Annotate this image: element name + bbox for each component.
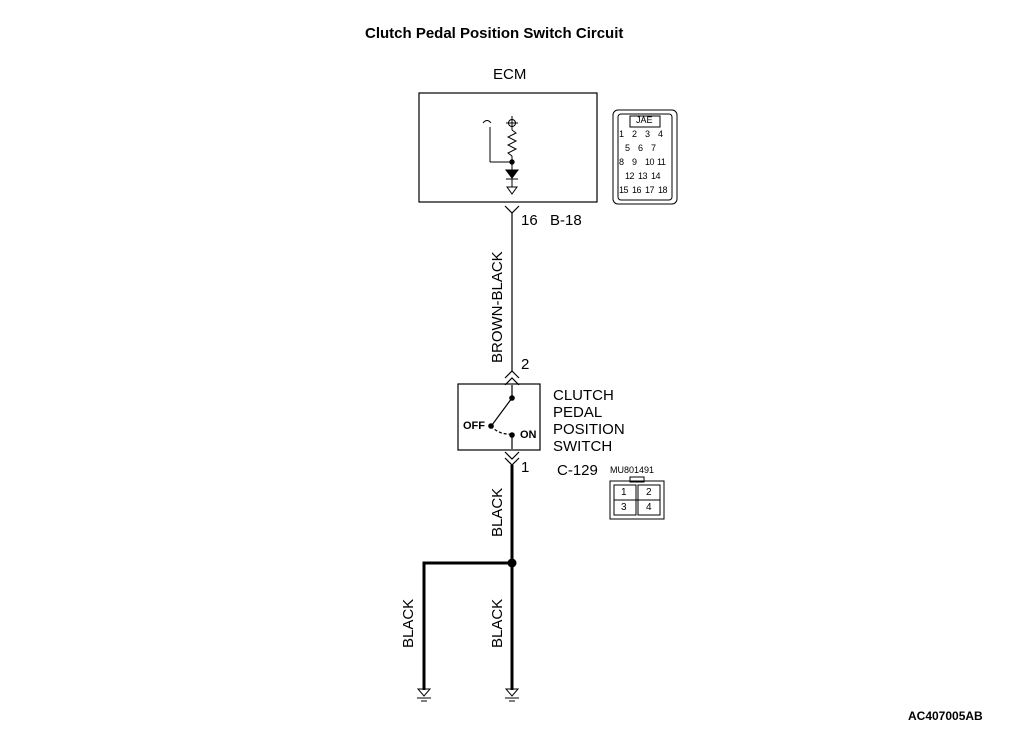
connector-pin-label: 1 [619,129,624,139]
switch-name: CLUTCH PEDAL POSITION SWITCH [553,387,625,455]
connector-pin-label: 10 [645,157,655,167]
junction-dot [507,558,517,568]
figure-code: AC407005AB [908,709,983,723]
connector-type-label: JAE [636,115,653,125]
connector-pin-label: 2 [646,487,652,498]
ground-right [504,688,520,702]
connector-pin-label: 13 [638,171,648,181]
switch-name-line: SWITCH [553,438,613,455]
connector-pin-label: 16 [632,185,642,195]
switch-off-label: OFF [463,420,485,432]
wire-label-brown-black: BROWN-BLACK [489,251,506,363]
switch-connector-label: C-129 [557,462,598,479]
ecm-connector-face [612,109,678,205]
connector-pin-label: 4 [646,502,652,513]
ecm-terminal-number: 16 [521,212,538,229]
ecm-connector-label: B-18 [550,212,582,229]
switch-part-number: MU801491 [610,465,655,475]
switch-connector-face [609,476,665,520]
connector-pin-label: 2 [632,129,637,139]
connector-pin-label: 15 [619,185,629,195]
connector-pin-label: 18 [658,185,668,195]
terminal-1-mark [504,451,520,460]
connector-pin-label: 5 [625,143,630,153]
switch-on-label: ON [520,429,537,441]
wire-label-black-right: BLACK [489,598,506,648]
connector-pin-label: 1 [621,487,627,498]
switch-contacts [488,385,515,449]
switch-name-line: POSITION [553,421,625,438]
switch-box [457,383,541,451]
terminal-2-mark [504,370,520,379]
wire-label-black-left: BLACK [400,598,417,648]
wire-black-branch [422,561,512,690]
connector-pin-label: 3 [645,129,650,139]
ecm-box [418,92,598,203]
diagram-title: Clutch Pedal Position Switch Circuit [365,25,624,42]
ecm-internal-circuit [482,116,519,195]
connector-pin-label: 14 [651,171,661,181]
connector-pin-label: 4 [658,129,663,139]
ground-left [416,688,432,702]
switch-terminal-1: 1 [521,459,530,476]
connector-pin-label: 3 [621,502,627,513]
connector-pin-label: 7 [651,143,656,153]
ecm-label: ECM [493,66,527,83]
connector-pin-label: 12 [625,171,635,181]
connector-pin-label: 11 [657,157,666,167]
switch-name-line: CLUTCH [553,387,614,404]
connector-pin-label: 17 [645,185,655,195]
switch-name-line: PEDAL [553,404,603,421]
wire-label-black: BLACK [489,487,506,537]
terminal-16-mark [504,205,520,214]
connector-pin-label: 6 [638,143,643,153]
connector-pin-label: 8 [619,157,624,167]
switch-terminal-2: 2 [521,356,530,373]
connector-pin-label: 9 [632,157,637,167]
